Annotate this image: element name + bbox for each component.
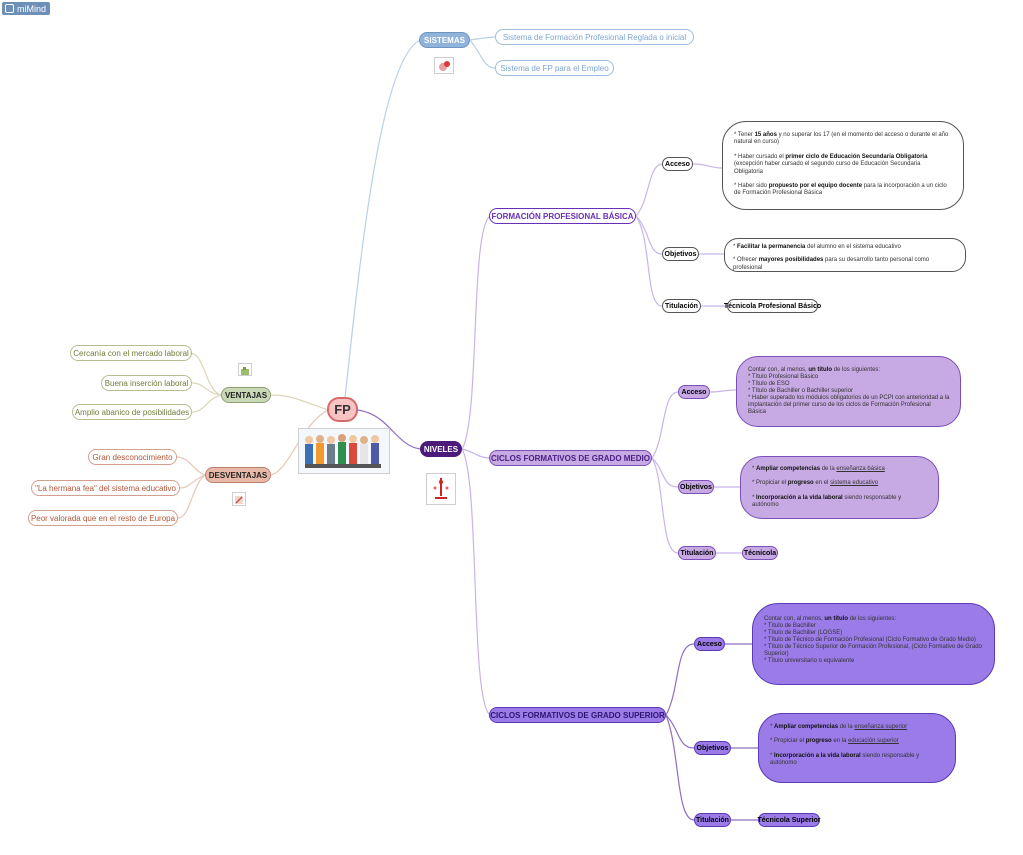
basica-titulacion-node[interactable]: Titulación — [662, 299, 701, 313]
link-superior-objetivos — [665, 714, 695, 749]
ventajas-item-mercado[interactable]: Cercanía con el mercado laboral — [70, 345, 192, 361]
medio-acceso-intro: Contar con, al menos, un título de los s… — [748, 367, 881, 373]
desventajas-node[interactable]: DESVENTAJAS — [205, 467, 271, 483]
basica-objetivos-line-1: * Facilitar la permanencia del alumno en… — [733, 244, 901, 250]
superior-acceso-line: * Título universitario o equivalente — [764, 658, 855, 664]
superior-acceso-line: * Título de Bachiller (LOGSE) — [764, 630, 843, 636]
link-basica-objetivos — [635, 215, 663, 255]
superior-acceso-node[interactable]: Acceso — [694, 637, 725, 651]
link-desventajas-2 — [179, 474, 206, 489]
link-niveles-medio — [461, 448, 491, 459]
link-superior-titulacion — [665, 714, 695, 821]
medio-titulacion-value[interactable]: Técnicola — [742, 546, 778, 560]
sistemas-item-reglada[interactable]: Sistema de Formación Profesional Reglada… — [495, 29, 694, 45]
link-fp-sistemas — [344, 39, 421, 399]
superior-titulacion-value[interactable]: Técnicola Superior — [757, 813, 821, 827]
link-fp-desventajas — [270, 409, 329, 476]
superior-objetivos-line-3: * Incorporación a la vida laboral siendo… — [770, 752, 920, 767]
link-basica-acceso — [635, 163, 663, 217]
link-superior-acceso — [665, 643, 695, 716]
basica-acceso-line-3: * Haber sido propuesto por el equipo doc… — [734, 183, 947, 197]
link-desventajas-1 — [175, 456, 206, 476]
medio-acceso-line: * Título Profesional Básico — [748, 374, 819, 380]
superior-acceso-intro: Contar con, al menos, un título de los s… — [764, 616, 897, 622]
sistemas-item-empleo[interactable]: Sistema de FP para el Empleo — [495, 60, 614, 76]
desventajas-item-europa[interactable]: Peor valorada que en el resto de Europa — [28, 510, 178, 526]
link-fp-ventajas — [270, 394, 329, 411]
basica-acceso-line-1: * Tener 15 años y no superar los 17 (en … — [734, 132, 949, 146]
basica-objetivos-line-2: * Ofrecer mayores posibilidades para su … — [733, 257, 930, 271]
medio-objetivos-line-2: * Propiciar el progreso en el sistema ed… — [752, 480, 879, 487]
niveles-node[interactable]: NIVELES — [420, 441, 462, 457]
medio-acceso-line: * Haber superado los módulos obligatorio… — [748, 395, 950, 415]
link-medio-acceso — [651, 391, 679, 459]
superior-objetivos-note: * Ampliar competencias de la enseñanza s… — [758, 713, 956, 783]
medio-objetivos-line-3: * Incorporación a la vida laboral siendo… — [752, 494, 902, 509]
link-ventajas-2 — [191, 382, 222, 396]
link-sistemas-2 — [469, 39, 496, 69]
niveles-image — [426, 473, 456, 505]
root-node-fp[interactable]: FP — [327, 397, 358, 422]
medio-objetivos-node[interactable]: Objetivos — [678, 480, 714, 494]
medio-acceso-note: Contar con, al menos, un título de los s… — [736, 356, 961, 427]
medio-acceso-line: * Título de Bachiller o Bachiller superi… — [748, 388, 853, 394]
superior-acceso-line: * Título de Técnico de Formación Profesi… — [764, 637, 976, 643]
ventajas-item-abanico[interactable]: Amplio abanico de posibilidades — [72, 404, 192, 420]
medio-objetivos-note: * Ampliar competencias de la enseñanza b… — [740, 456, 939, 519]
link-fp-niveles — [357, 409, 421, 450]
brand-label: miMind — [17, 3, 47, 14]
link-niveles-superior — [461, 448, 491, 716]
medio-node[interactable]: CICLOS FORMATIVOS DE GRADO MEDIO — [489, 450, 652, 466]
link-medio-titulacion — [651, 457, 679, 554]
superior-acceso-line: * Título de Técnico Superior de Formació… — [764, 644, 982, 657]
superior-acceso-line: * Título de Bachiller — [764, 623, 816, 629]
desventajas-item-hermana-fea[interactable]: "La hermana fea" del sistema educativo — [31, 480, 180, 496]
basica-titulacion-value[interactable]: Técnicola Profesional Básico — [724, 299, 821, 313]
basica-acceso-node[interactable]: Acceso — [662, 157, 693, 171]
basica-objetivos-node[interactable]: Objetivos — [662, 247, 699, 261]
link-medio-objetivos — [651, 457, 679, 488]
link-basica-titulacion — [635, 215, 663, 307]
link-ventajas-3 — [191, 394, 222, 413]
superior-acceso-note: Contar con, al menos, un título de los s… — [752, 603, 995, 685]
medio-acceso-line: * Título de ESO — [748, 381, 790, 387]
superior-objetivos-node[interactable]: Objetivos — [694, 741, 731, 755]
link-ventajas-1 — [189, 352, 222, 396]
mimind-logo-icon — [5, 4, 14, 13]
sistemas-node[interactable]: SISTEMAS — [419, 32, 470, 48]
ventajas-item-insercion[interactable]: Buena inserción laboral — [101, 375, 192, 391]
basica-acceso-line-2: * Haber cursado el primer ciclo de Educa… — [734, 153, 928, 175]
superior-objetivos-line-1: * Ampliar competencias de la enseñanza s… — [770, 724, 908, 730]
link-basica-acceso-note — [692, 163, 723, 169]
link-desventajas-3 — [177, 474, 206, 519]
link-niveles-basica — [461, 215, 491, 450]
ventajas-image — [238, 363, 252, 376]
mimind-badge[interactable]: miMind — [2, 2, 50, 15]
basica-objetivos-note: * Facilitar la permanencia del alumno en… — [724, 238, 966, 272]
superior-objetivos-line-2: * Propiciar el progreso en la educación … — [770, 738, 899, 745]
medio-titulacion-node[interactable]: Titulación — [678, 546, 716, 560]
superior-titulacion-node[interactable]: Titulación — [694, 813, 731, 827]
medio-objetivos-line-1: * Ampliar competencias de la enseñanza b… — [752, 466, 885, 472]
basica-node[interactable]: FORMACIÓN PROFESIONAL BÁSICA — [489, 208, 636, 224]
desventajas-item-desconocimiento[interactable]: Gran desconocimiento — [88, 449, 177, 465]
sistemas-image — [434, 57, 454, 74]
superior-node[interactable]: CICLOS FORMATIVOS DE GRADO SUPERIOR — [489, 707, 666, 723]
link-sistemas-1 — [469, 36, 496, 41]
ventajas-node[interactable]: VENTAJAS — [221, 387, 271, 403]
workers-illustration — [298, 428, 390, 474]
basica-acceso-note: * Tener 15 años y no superar los 17 (en … — [722, 121, 964, 210]
link-medio-acceso-note — [709, 389, 737, 393]
desventajas-image — [232, 492, 246, 506]
medio-acceso-node[interactable]: Acceso — [678, 385, 710, 399]
